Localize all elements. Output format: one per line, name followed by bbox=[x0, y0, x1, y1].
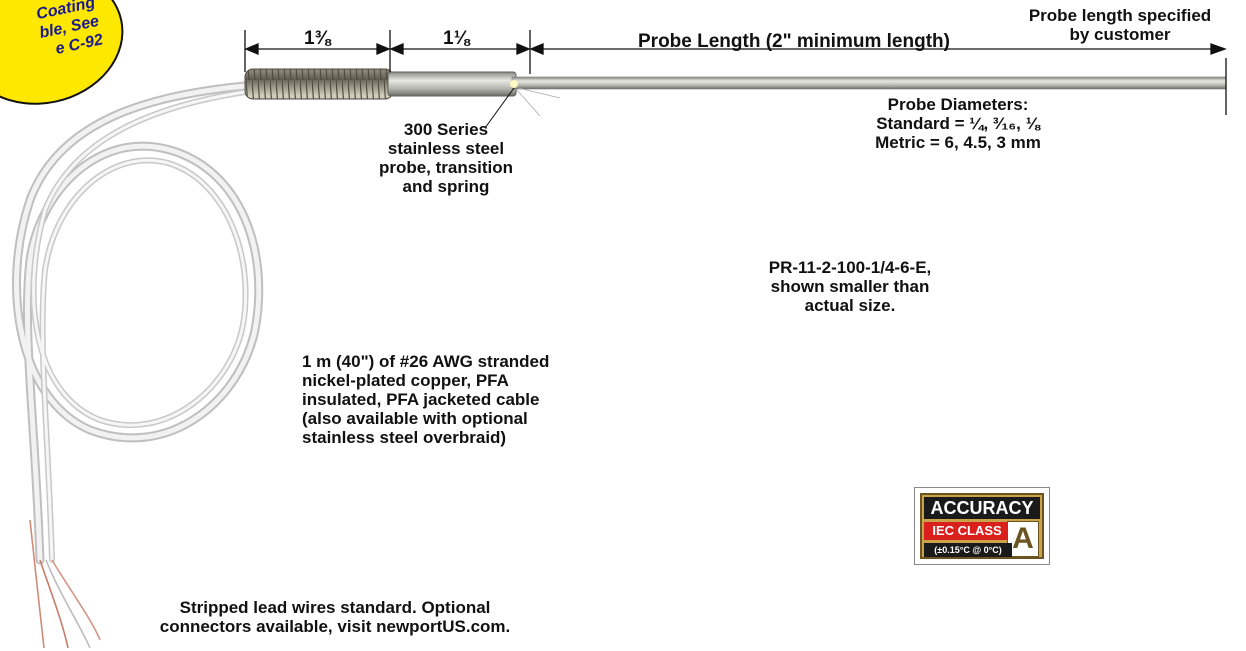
specified-note-line1: Probe length specified bbox=[1028, 6, 1212, 25]
probe-diameters-label: Probe Diameters: Standard = ¼, ³⁄₁₆, ⅛ M… bbox=[818, 95, 1098, 152]
probe-length-specified-note: Probe length specified by customer bbox=[1000, 6, 1240, 44]
class-letter: A bbox=[1007, 521, 1039, 557]
cable-line2: nickel-plated copper, PFA bbox=[302, 371, 509, 390]
leads-line2: connectors available, visit newportUS.co… bbox=[159, 617, 511, 636]
model-line3: actual size. bbox=[804, 296, 896, 315]
dimension-lines bbox=[244, 30, 1227, 129]
accuracy-tolerance: (±0.15°C @ 0°C) bbox=[924, 543, 1012, 557]
specified-note-line2: by customer bbox=[1069, 25, 1171, 44]
probe-length-label: Probe Length (2" minimum length) bbox=[638, 31, 950, 52]
accuracy-badge-inner: ACCURACY IEC CLASS A (±0.15°C @ 0°C) bbox=[920, 493, 1044, 559]
diameters-standard: Standard = ¼, ³⁄₁₆, ⅛ bbox=[876, 114, 1040, 133]
material-line1: 300 Series bbox=[403, 120, 489, 139]
accuracy-badge-title: ACCURACY bbox=[924, 497, 1040, 519]
model-line1: PR-11-2-100-1/4-6-E, bbox=[768, 258, 932, 277]
cable-description: 1 m (40") of #26 AWG stranded nickel-pla… bbox=[302, 352, 549, 447]
transition-length-label: 1⅜ bbox=[304, 28, 331, 49]
material-line3: probe, transition bbox=[378, 158, 514, 177]
diameters-title: Probe Diameters: bbox=[887, 95, 1029, 114]
lead-wires bbox=[29, 519, 101, 649]
spring-length-label: 1⅛ bbox=[443, 28, 470, 49]
material-label: 300 Series stainless steel probe, transi… bbox=[366, 120, 526, 196]
model-line2: shown smaller than bbox=[770, 277, 930, 296]
probe-sheath bbox=[511, 76, 1227, 90]
cable-line1: 1 m (40") of #26 AWG stranded bbox=[302, 352, 550, 371]
accuracy-badge: ACCURACY IEC CLASS A (±0.15°C @ 0°C) bbox=[914, 487, 1050, 565]
material-line4: and spring bbox=[402, 177, 490, 196]
material-line2: stainless steel bbox=[387, 139, 505, 158]
cable-coil bbox=[12, 81, 264, 565]
cable-line3: insulated, PFA jacketed cable bbox=[302, 390, 540, 409]
transition bbox=[387, 71, 517, 97]
model-caption: PR-11-2-100-1/4-6-E, shown smaller than … bbox=[700, 258, 1000, 315]
lead-wires-caption: Stripped lead wires standard. Optional c… bbox=[110, 598, 560, 636]
cable-line5: stainless steel overbraid) bbox=[302, 428, 507, 447]
diameters-metric: Metric = 6, 4.5, 3 mm bbox=[875, 133, 1041, 152]
leads-line1: Stripped lead wires standard. Optional bbox=[179, 598, 491, 617]
spring bbox=[244, 68, 394, 100]
cable-line4: (also available with optional bbox=[302, 409, 528, 428]
iec-class-label: IEC CLASS bbox=[924, 522, 1010, 540]
